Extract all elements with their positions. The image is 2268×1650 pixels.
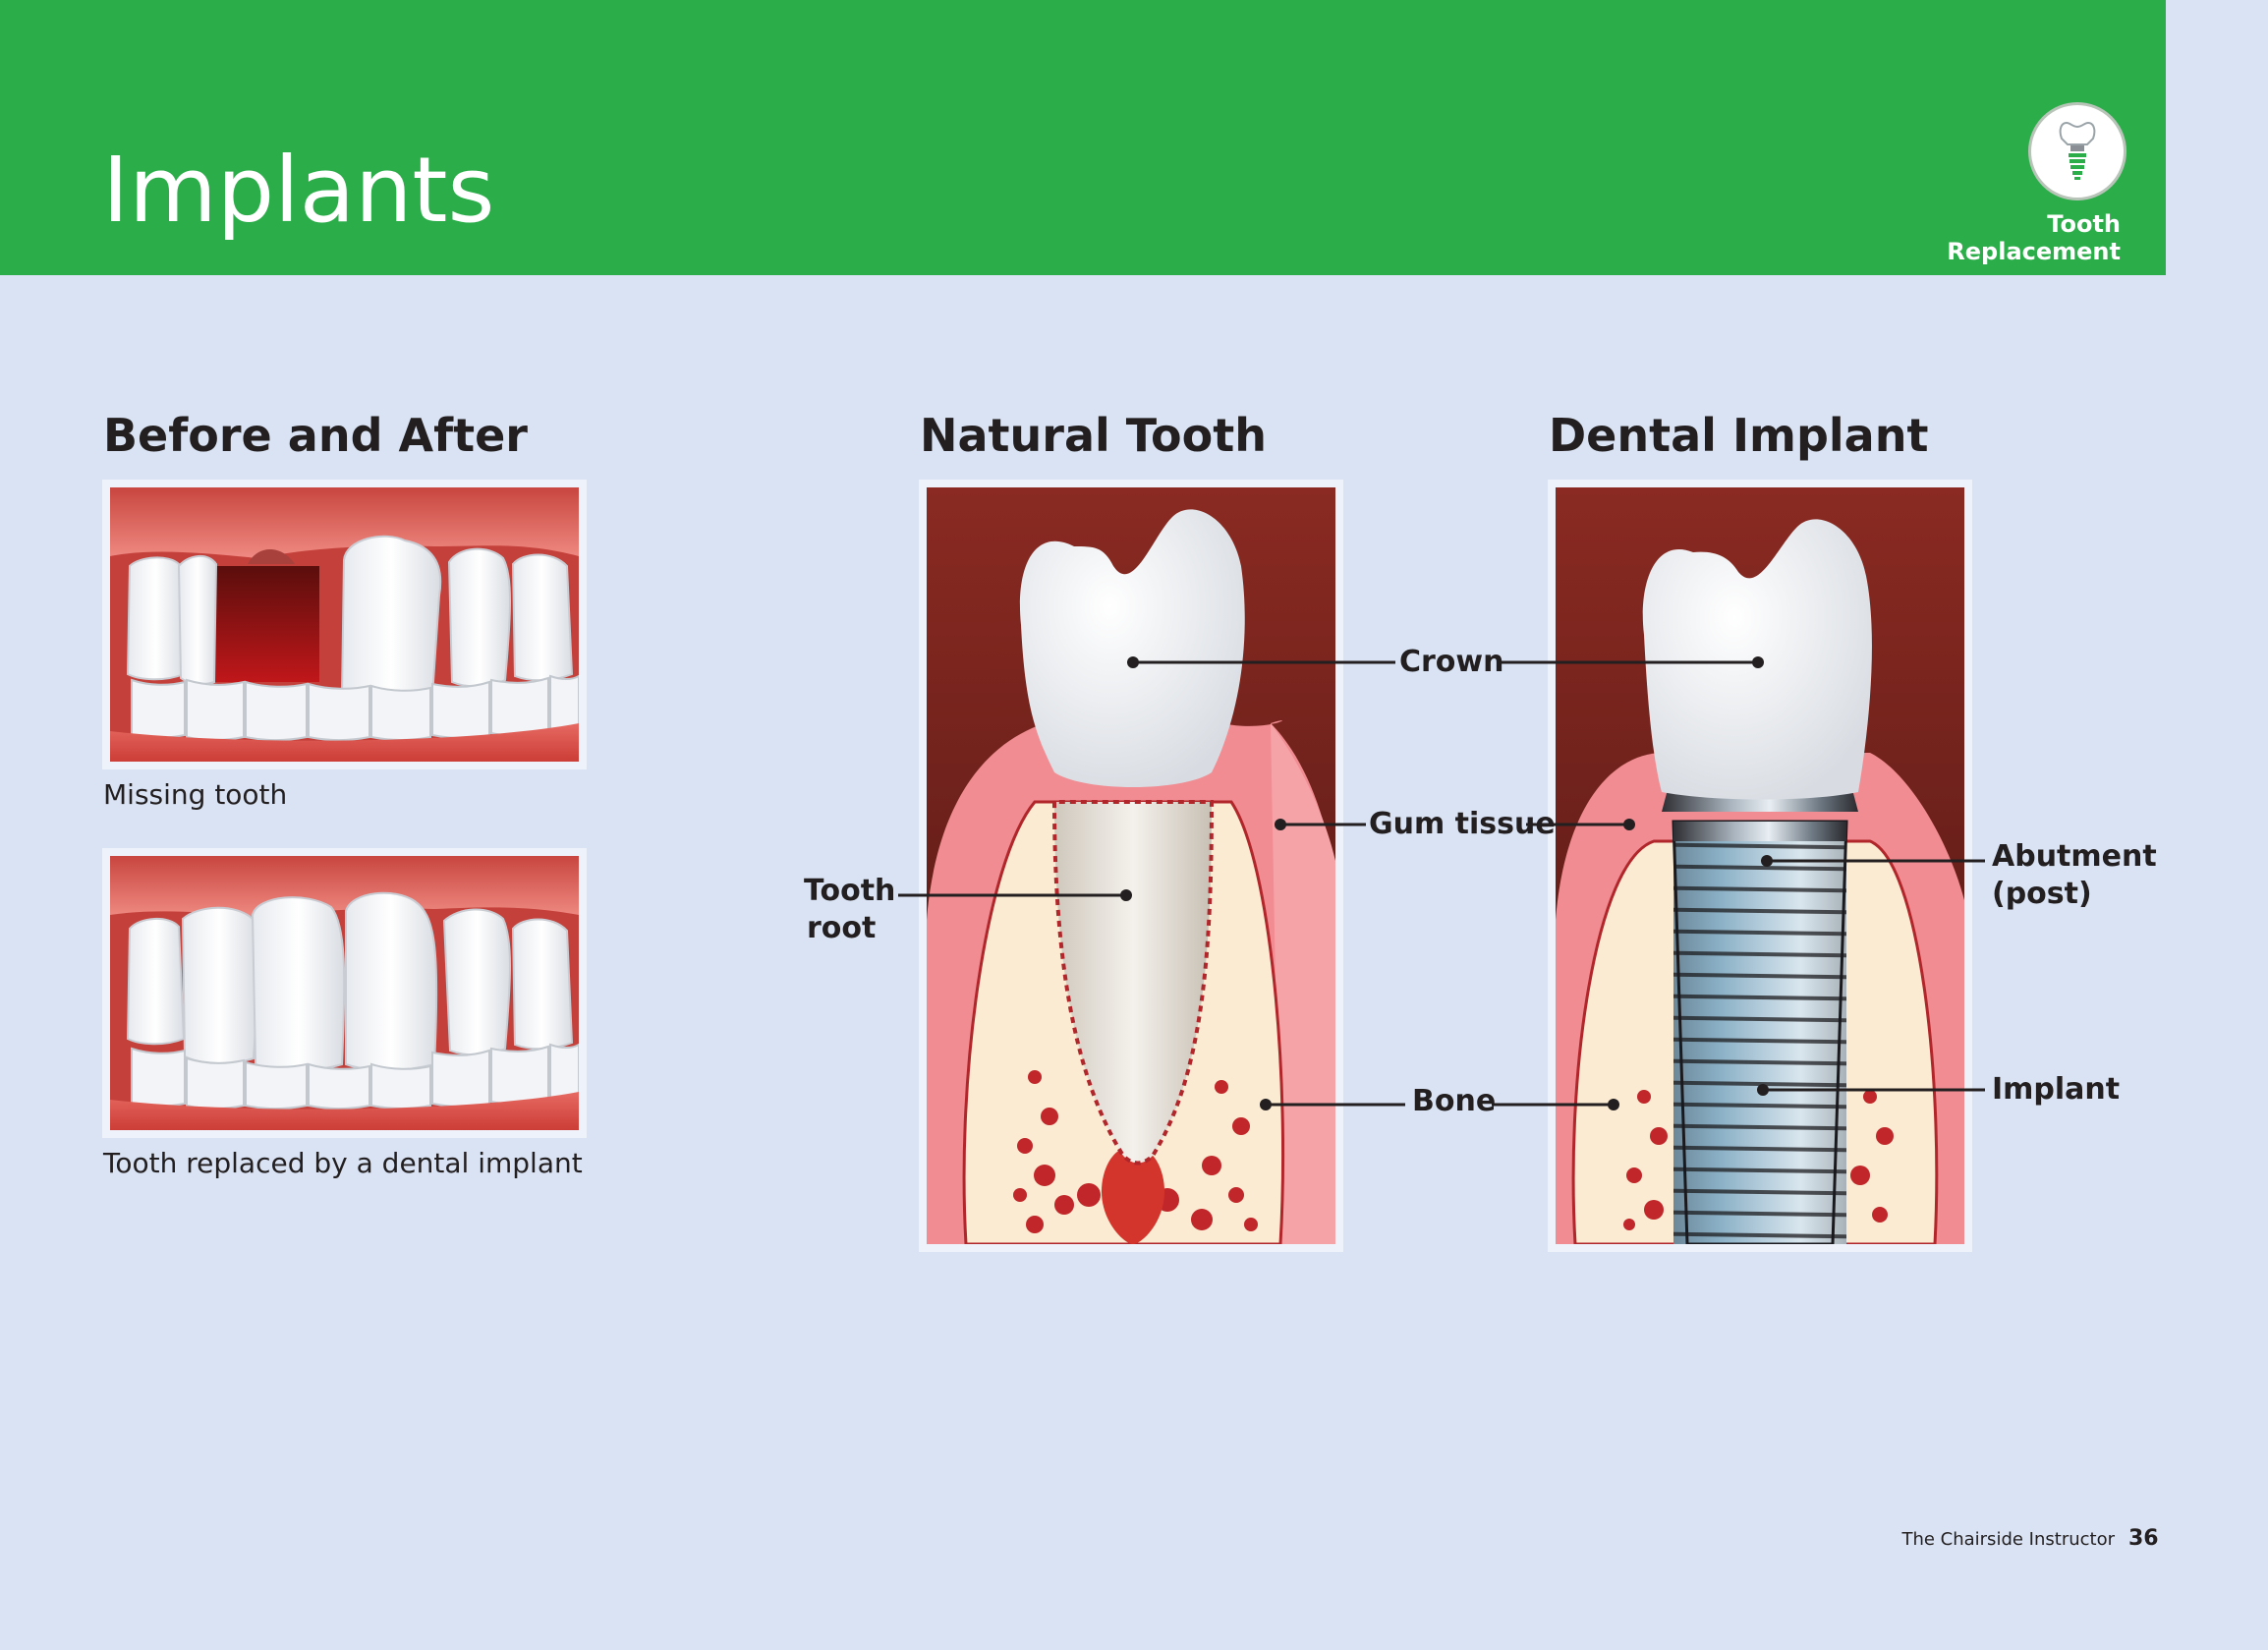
header-bar: Implants Tooth Replacement [0,0,2166,275]
dental-implant-diagram [1548,480,1972,1252]
footer-publication: The Chairside Instructor [1901,1529,2115,1550]
implant-icon [2028,102,2126,200]
page-title: Implants [102,138,495,243]
label-bone: Bone [1412,1084,1497,1118]
label-abutment-line1: Abutment [1992,839,2157,874]
natural-tooth-diagram [919,480,1343,1252]
replaced-tooth-image [102,848,587,1138]
label-gum-tissue: Gum tissue [1369,807,1556,841]
missing-tooth-image [102,480,587,769]
label-implant: Implant [1992,1072,2121,1107]
dental-implant-title: Dental Implant [1549,409,1929,462]
label-tooth-root-line2: root [807,911,877,945]
caption-tooth-replaced: Tooth replaced by a dental implant [103,1147,583,1179]
label-tooth-root-line1: Tooth [804,874,896,908]
badge-label: Tooth Replacement [1947,210,2121,265]
before-after-title: Before and After [103,409,528,462]
caption-missing-tooth: Missing tooth [103,778,288,811]
label-abutment-line2: (post) [1992,877,2092,911]
footer-page-number: 36 [2128,1526,2159,1551]
label-crown: Crown [1399,645,1504,679]
natural-tooth-title: Natural Tooth [920,409,1267,462]
